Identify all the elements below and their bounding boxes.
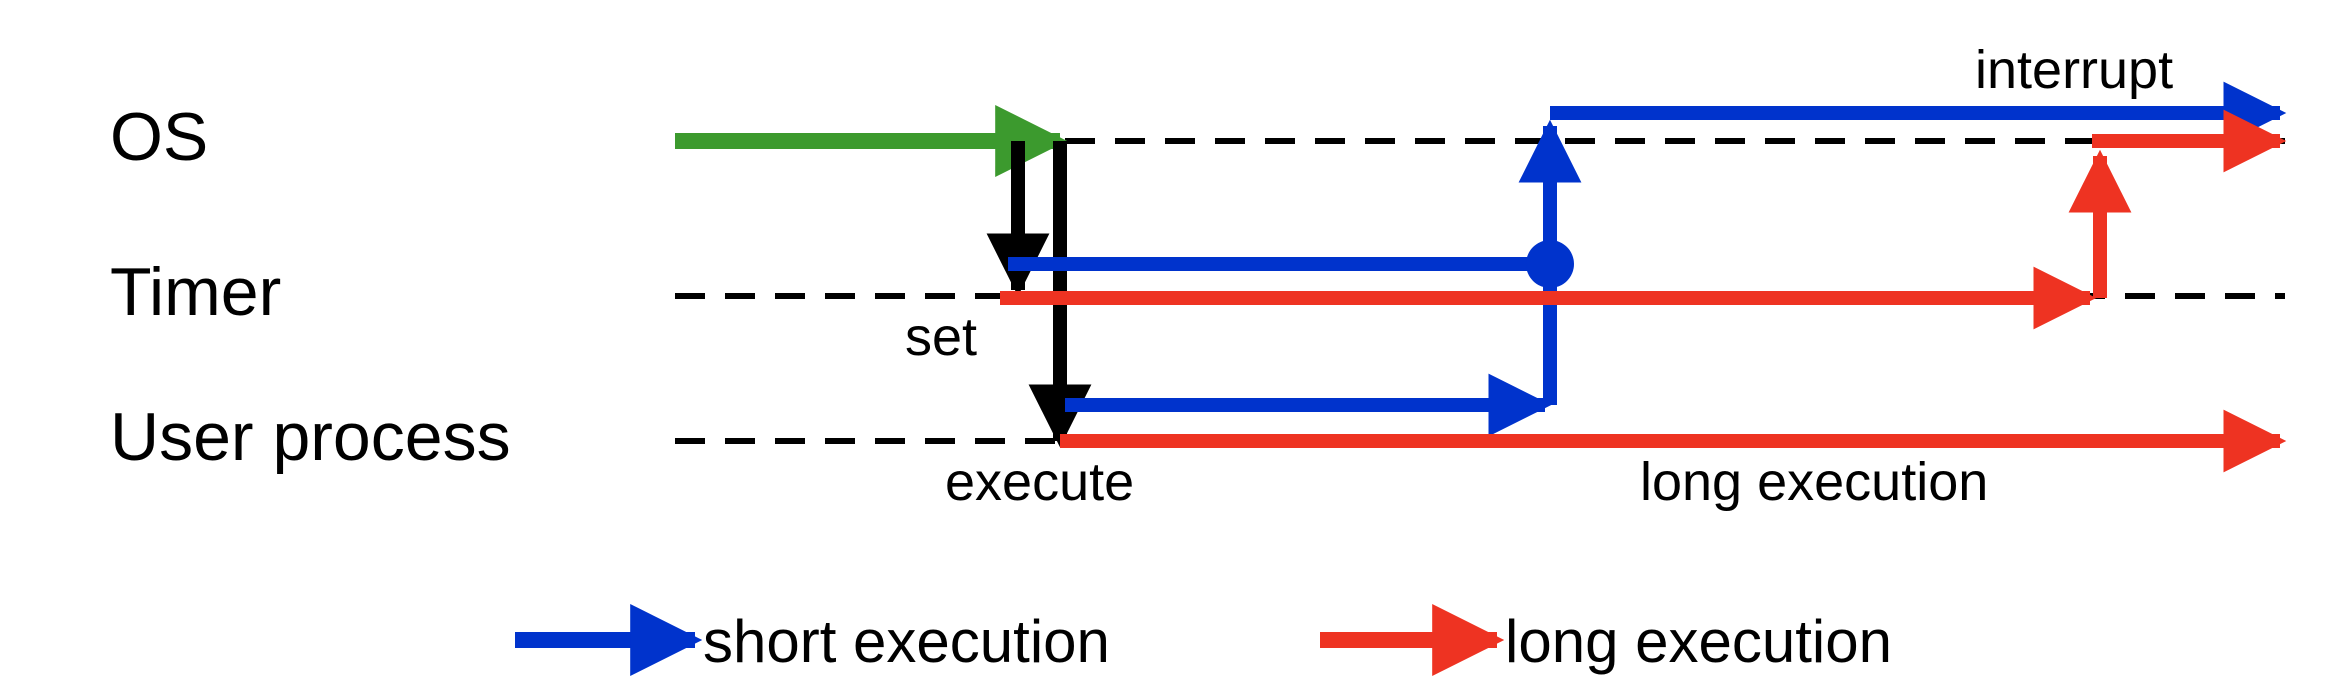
execute-label: execute <box>945 452 1134 512</box>
legend-long-label: long execution <box>1505 608 1892 675</box>
legend-short-label: short execution <box>703 608 1110 675</box>
interrupt-label: interrupt <box>1975 40 2173 100</box>
set-label: set <box>905 307 977 367</box>
lane-label-os: OS <box>110 99 208 175</box>
legend: short execution long execution <box>515 604 1892 676</box>
lane-label-user-process: User process <box>110 399 511 475</box>
lane-label-timer: Timer <box>110 254 281 330</box>
long-execution-label: long execution <box>1640 452 1988 512</box>
